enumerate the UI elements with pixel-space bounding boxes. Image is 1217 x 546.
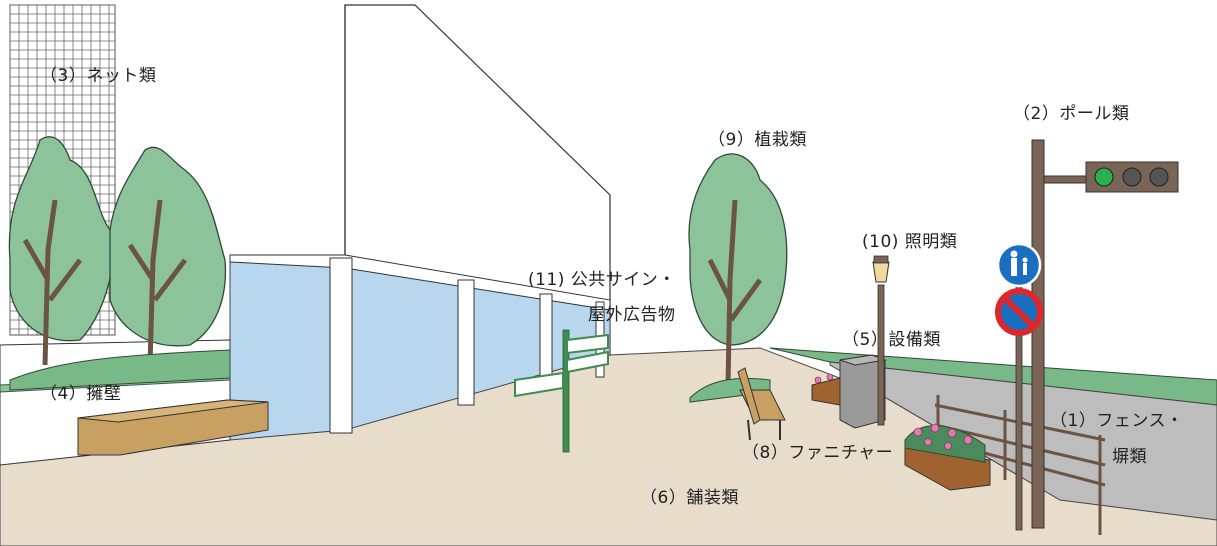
central-tree xyxy=(688,153,788,403)
wooden-bench-left xyxy=(77,399,269,456)
wooden-bench-right xyxy=(737,367,786,441)
label-pole: （2）ポール類 xyxy=(1013,104,1130,124)
label-planting: （9）植栽類 xyxy=(708,130,807,150)
label-sign-line1: (11) 公共サイン・ xyxy=(528,270,676,290)
flower-planters xyxy=(811,373,991,491)
left-trees xyxy=(8,136,231,391)
public-sign xyxy=(514,329,609,453)
label-furniture: （8）ファニチャー xyxy=(742,443,894,463)
label-fence-line2: 塀類 xyxy=(1112,447,1147,467)
label-fence-line1: （1）フェンス・ xyxy=(1050,411,1184,431)
road-sign-pole xyxy=(995,242,1043,531)
label-pavement: （6）舗装類 xyxy=(640,488,739,508)
label-retaining-wall: （4）擁壁 xyxy=(40,384,122,404)
label-lighting: (10) 照明類 xyxy=(862,232,958,252)
street-light xyxy=(872,255,890,426)
equipment-box xyxy=(839,354,887,429)
label-net: （3）ネット類 xyxy=(40,66,157,86)
label-equipment: （5）設備類 xyxy=(842,330,941,350)
label-sign-line2: 屋外広告物 xyxy=(588,305,676,325)
traffic-pole xyxy=(1031,139,1179,529)
fence-area xyxy=(829,361,1217,521)
